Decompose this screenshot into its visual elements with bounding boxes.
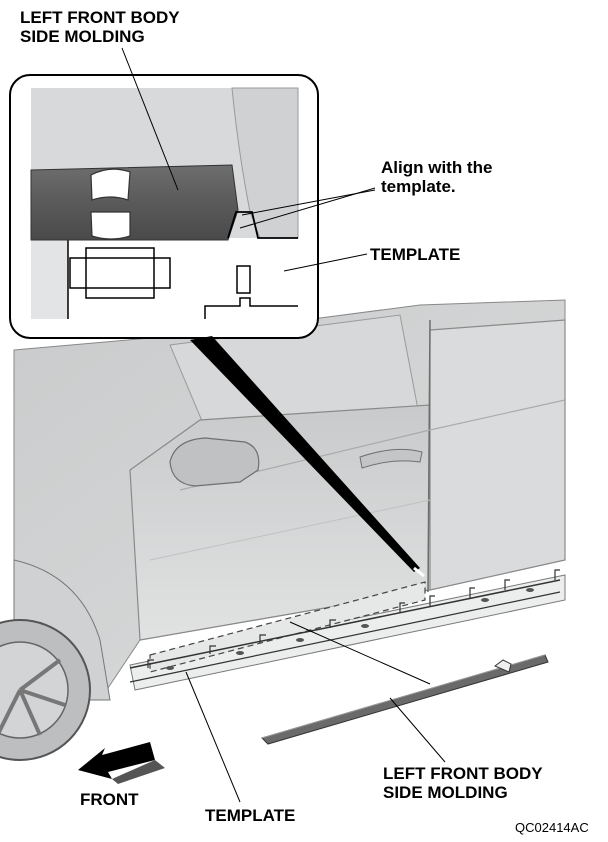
label-front: FRONT: [80, 790, 139, 809]
label-template-bottom: TEMPLATE: [205, 806, 296, 825]
car-body: [0, 299, 566, 761]
template-strip: [129, 569, 561, 683]
detail-inset: [9, 74, 319, 339]
leader-lines: [121, 47, 446, 803]
front-arrow: [78, 742, 165, 784]
label-bottom-molding: LEFT FRONT BODY SIDE MOLDING: [383, 764, 543, 802]
molding-piece: [261, 654, 549, 745]
label-top-molding: LEFT FRONT BODY SIDE MOLDING: [20, 8, 180, 46]
label-template-detail: TEMPLATE: [370, 245, 461, 264]
figure-code: QC02414AC: [515, 820, 589, 835]
inset-pointer: [190, 336, 420, 572]
label-align: Align with the template.: [381, 158, 493, 196]
